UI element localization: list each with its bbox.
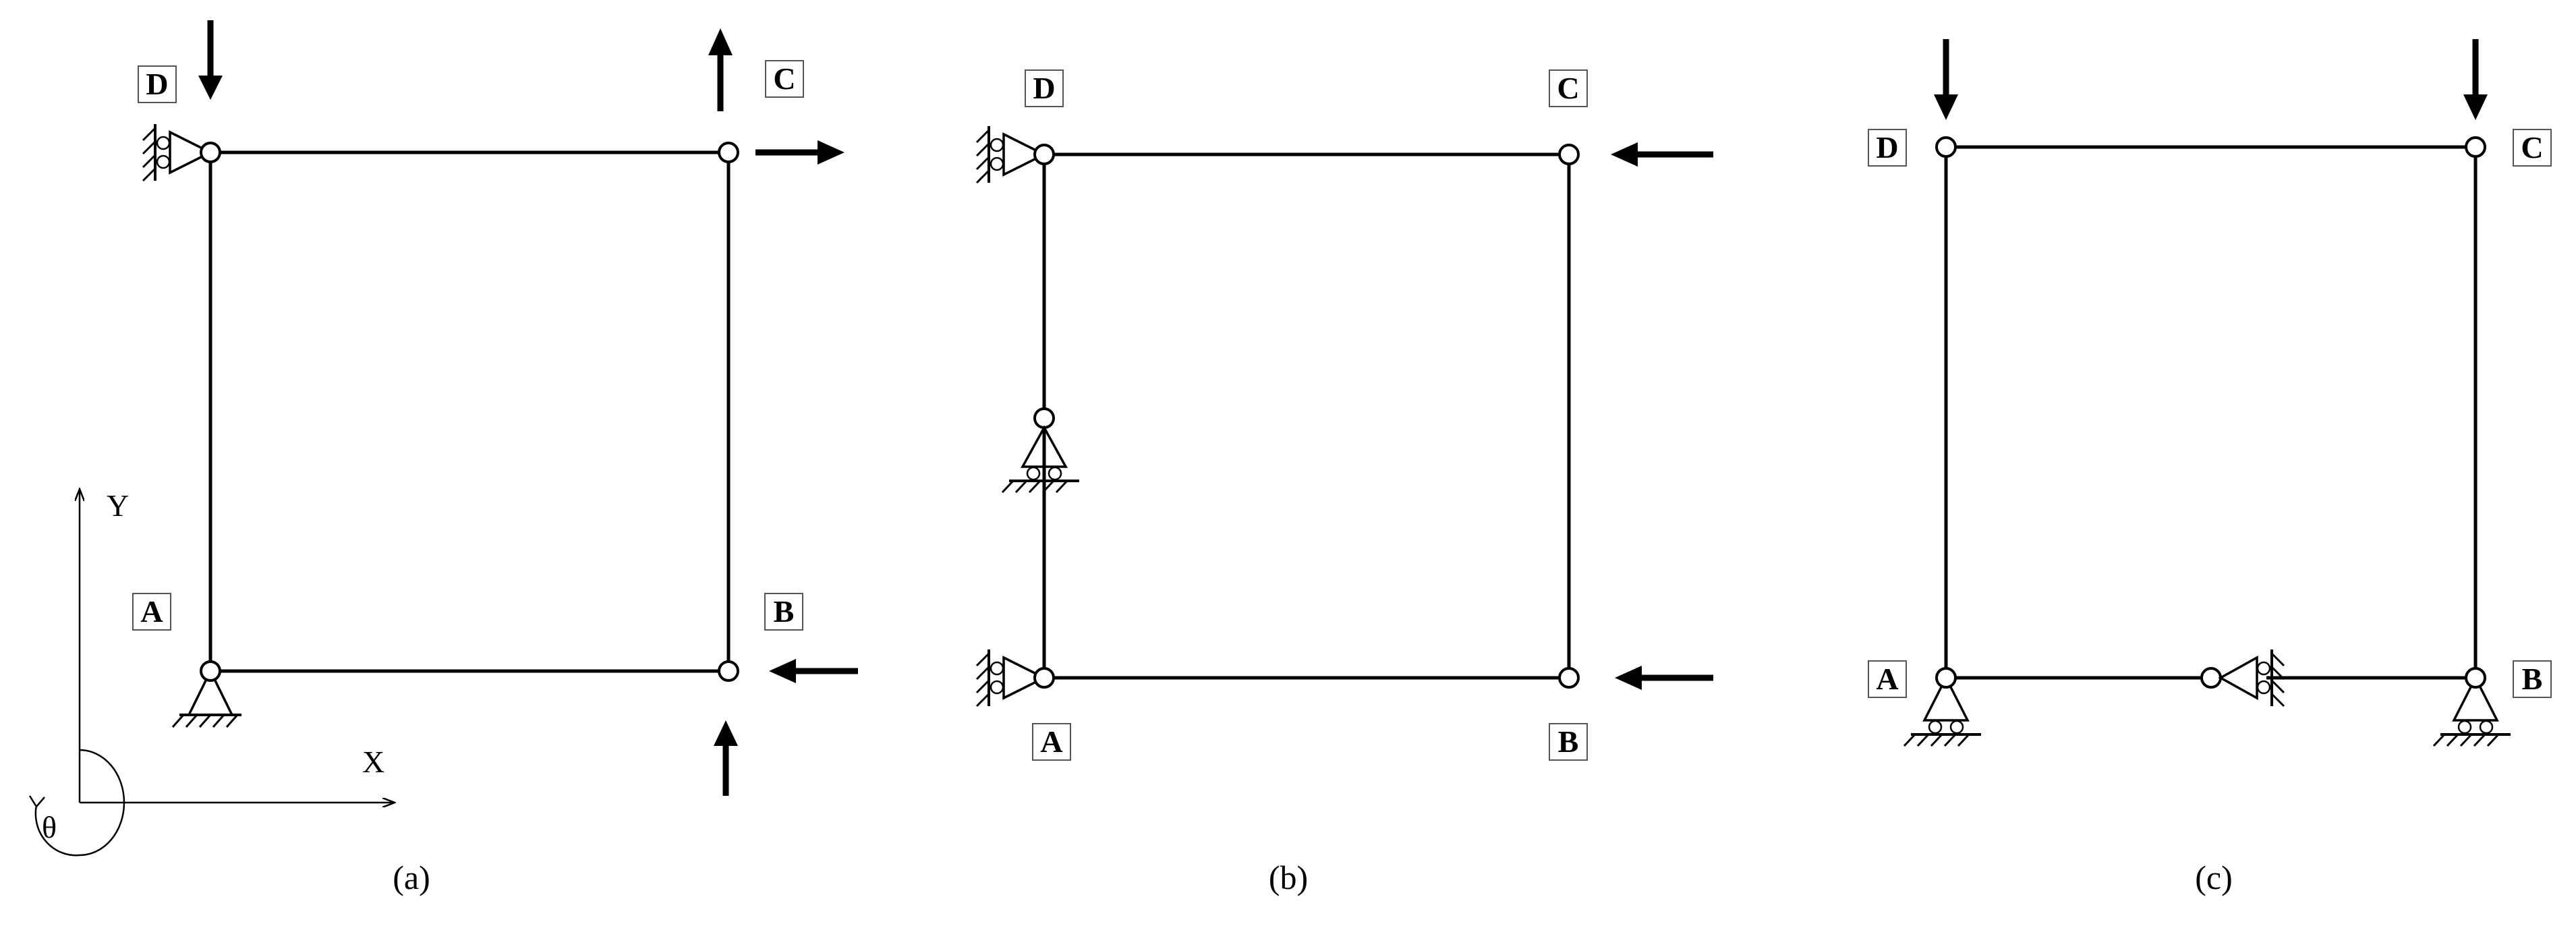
label-box-a-a bbox=[132, 593, 171, 631]
node-label-c-a: A bbox=[1876, 662, 1898, 696]
roller-support-b-mid bbox=[1001, 407, 1079, 494]
coordinate-system: Y X θ bbox=[28, 488, 395, 857]
force-arrow-a-b-up bbox=[714, 720, 738, 796]
panel-c: D C A B (c) bbox=[1868, 39, 2552, 896]
force-arrow-a-d-down bbox=[198, 20, 223, 100]
force-arrow-c-c-down bbox=[2463, 39, 2488, 120]
pin-support-a-a bbox=[171, 668, 241, 728]
caption-a: (a) bbox=[393, 859, 430, 896]
node-label-c-c: C bbox=[2521, 130, 2543, 165]
roller-support-b-d bbox=[975, 126, 1047, 184]
node-label-b-c: C bbox=[1557, 71, 1579, 105]
label-box-c-d bbox=[1868, 129, 1907, 167]
caption-c: (c) bbox=[2195, 859, 2233, 896]
force-arrow-b-b-left bbox=[1615, 666, 1713, 690]
label-box-a-c bbox=[765, 60, 804, 98]
joint-b-b bbox=[1558, 667, 1580, 689]
node-label-b-d: D bbox=[1033, 71, 1055, 105]
joint-c-a bbox=[1935, 667, 1957, 689]
joint-c-c bbox=[2465, 136, 2486, 158]
roller-support-c-b bbox=[2432, 675, 2511, 747]
node-label-a-c: C bbox=[773, 61, 795, 96]
label-box-c-a bbox=[1868, 660, 1907, 698]
label-box-b-b bbox=[1549, 723, 1588, 761]
force-arrow-b-c-left bbox=[1611, 142, 1713, 167]
theta-arc bbox=[34, 749, 125, 857]
node-label-c-d: D bbox=[1876, 130, 1898, 165]
force-arrow-a-c-right bbox=[755, 140, 845, 165]
joint-b-c bbox=[1558, 144, 1580, 165]
panel-b: D C A B (b) bbox=[975, 69, 1713, 896]
panel-a: D C A B Y bbox=[28, 20, 858, 896]
force-arrow-c-d-down bbox=[1934, 39, 1958, 120]
joint-a-d bbox=[200, 142, 221, 163]
node-label-a-d: D bbox=[146, 67, 168, 101]
caption-b: (b) bbox=[1269, 859, 1308, 896]
joint-c-b bbox=[2465, 667, 2486, 689]
node-label-a-b: B bbox=[774, 594, 795, 629]
y-axis-label: Y bbox=[107, 488, 129, 523]
roller-support-c-mid bbox=[2200, 649, 2285, 707]
label-box-a-d bbox=[138, 65, 177, 103]
label-box-c-b bbox=[2513, 660, 2552, 698]
roller-support-c-a bbox=[1903, 675, 1981, 747]
node-label-b-a: A bbox=[1040, 724, 1062, 759]
roller-support-a-d bbox=[142, 124, 213, 182]
x-axis-label: X bbox=[362, 745, 384, 779]
force-arrow-a-c-up bbox=[708, 28, 733, 111]
label-box-b-c bbox=[1549, 69, 1588, 107]
joint-a-c bbox=[718, 142, 739, 163]
joint-a-b bbox=[718, 660, 739, 682]
roller-support-b-a bbox=[975, 649, 1047, 707]
joint-a-a bbox=[200, 660, 221, 682]
label-box-b-a bbox=[1032, 723, 1071, 761]
node-label-b-b: B bbox=[1558, 724, 1579, 759]
force-arrow-a-b-left bbox=[769, 659, 858, 683]
label-box-c-c bbox=[2513, 129, 2552, 167]
joint-c-d bbox=[1935, 136, 1957, 158]
joint-b-a bbox=[1033, 667, 1055, 689]
joint-b-d bbox=[1033, 144, 1055, 165]
node-label-a-a: A bbox=[140, 594, 163, 629]
node-label-c-b: B bbox=[2522, 662, 2543, 696]
label-box-b-d bbox=[1025, 69, 1064, 107]
label-box-a-b bbox=[764, 593, 803, 631]
theta-label: θ bbox=[42, 810, 57, 844]
